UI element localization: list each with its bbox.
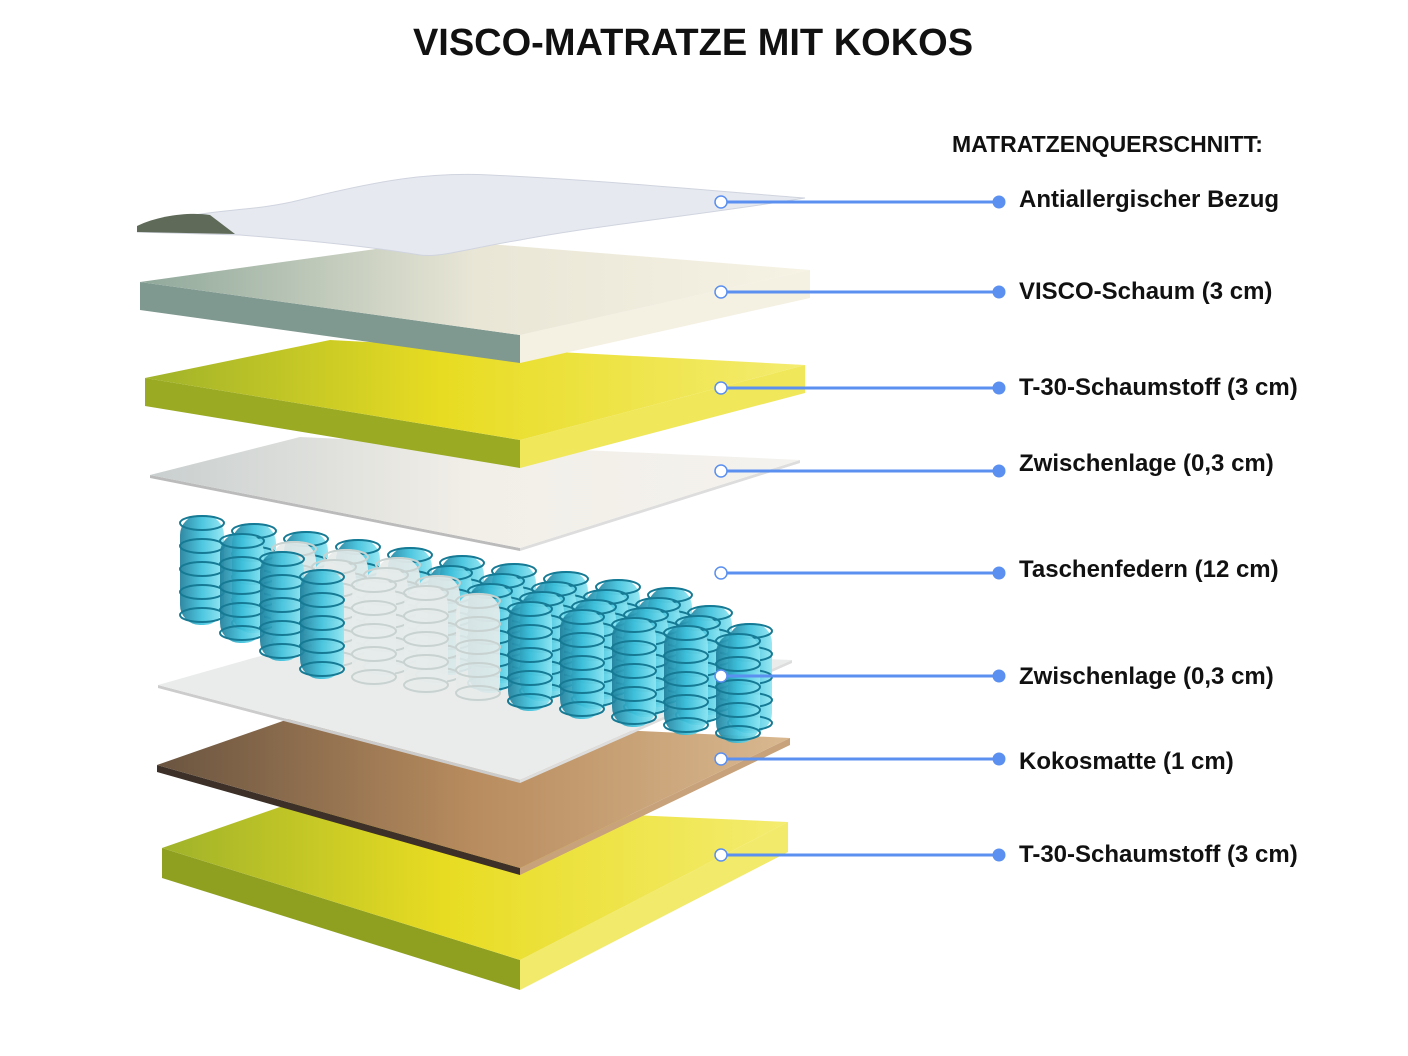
label-dot: [992, 195, 1006, 209]
layer-label: VISCO-Schaum (3 cm): [1019, 278, 1273, 305]
spring-coil: [219, 533, 265, 643]
interlayer-top: [150, 437, 800, 551]
spring-coil: [259, 551, 305, 661]
spring-coil: [299, 569, 345, 679]
layer-label: Zwischenlage (0,3 cm): [1019, 450, 1274, 477]
label-dot: [992, 752, 1006, 766]
label-dot: [992, 566, 1006, 580]
cross-section-heading: MATRATZENQUERSCHNITT:: [952, 131, 1263, 157]
layer-label: Zwischenlage (0,3 cm): [1019, 663, 1274, 690]
foam-layer-bottom: [162, 800, 788, 990]
layer-label: T-30-Schaumstoff (3 cm): [1019, 374, 1298, 401]
leader-line: [714, 566, 1006, 580]
spring-coil: [507, 601, 553, 711]
leader-line: [714, 285, 1006, 299]
spring-coil: [455, 593, 501, 703]
anchor-dot: [714, 848, 728, 862]
leader-line: [714, 752, 1006, 766]
leader-line: [714, 381, 1006, 395]
layer-label: Taschenfedern (12 cm): [1019, 556, 1279, 583]
leader-line: [714, 464, 1006, 478]
coconut-mat-layer: [157, 715, 790, 875]
leader-line: [714, 848, 1006, 862]
layer-label: T-30-Schaumstoff (3 cm): [1019, 841, 1298, 868]
anchor-dot: [714, 464, 728, 478]
leader-line: [714, 669, 1006, 683]
label-dot: [992, 285, 1006, 299]
spring-coil: [611, 617, 657, 727]
spring-coil: [715, 633, 761, 743]
leader-line: [714, 195, 1006, 209]
label-dot: [992, 464, 1006, 478]
spring-coil: [403, 585, 449, 695]
layer-label: Antiallergischer Bezug: [1019, 186, 1280, 213]
anchor-dot: [714, 752, 728, 766]
diagram-title: VISCO-MATRATZE MIT KOKOS: [412, 22, 974, 64]
label-dot: [992, 848, 1006, 862]
label-dot: [992, 381, 1006, 395]
visco-foam-layer: [140, 240, 810, 363]
foam-layer-t30-top: [145, 340, 805, 468]
spring-coil: [351, 577, 397, 687]
anchor-dot: [714, 669, 728, 683]
cover-layer: [136, 173, 806, 257]
label-dot: [992, 669, 1006, 683]
spring-coil: [559, 609, 605, 719]
anchor-dot: [714, 195, 728, 209]
spring-coil: [663, 625, 709, 735]
pocket-springs: [179, 515, 773, 743]
anchor-dot: [714, 381, 728, 395]
spring-coil: [179, 515, 225, 625]
layer-label: Kokosmatte (1 cm): [1019, 748, 1234, 775]
anchor-dot: [714, 566, 728, 580]
anchor-dot: [714, 285, 728, 299]
